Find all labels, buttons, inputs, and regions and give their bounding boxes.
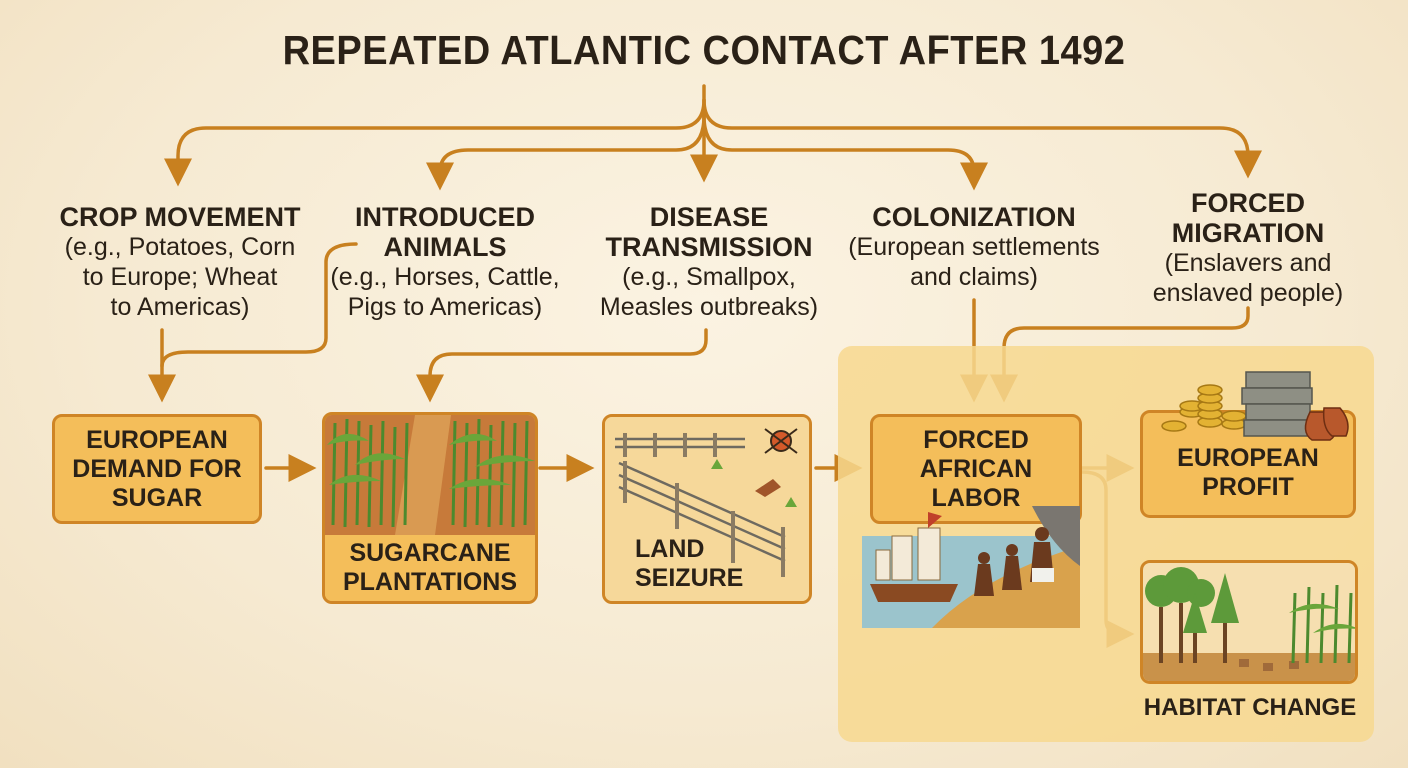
page-title: REPEATED ATLANTIC CONTACT AFTER 1492	[282, 28, 1126, 74]
box-label: EUROPEAN PROFIT	[1177, 444, 1319, 501]
arrow-animals-demand	[160, 242, 358, 368]
habitat-change-label: HABITAT CHANGE	[1143, 694, 1357, 721]
branch-colonization	[702, 114, 988, 191]
cause-detail: (e.g., Horses, Cattle, Pigs to Americas)	[330, 263, 560, 321]
cause-heading: COLONIZATION	[872, 202, 1076, 232]
box-label: EUROPEAN DEMAND FOR SUGAR	[72, 425, 242, 512]
fence-illustration	[605, 417, 809, 601]
cause-crop-movement: CROP MOVEMENT (e.g., Potatoes, Corn to E…	[40, 202, 320, 322]
cause-heading: INTRODUCED ANIMALS	[355, 202, 535, 262]
cause-colonization: COLONIZATION (European settlements and c…	[844, 202, 1104, 292]
cause-forced-migration: FORCED MIGRATION (Enslavers and enslaved…	[1136, 188, 1360, 308]
cause-heading: FORCED MIGRATION	[1171, 188, 1325, 248]
box-european-demand: EUROPEAN DEMAND FOR SUGAR	[52, 414, 262, 524]
box-label: LAND SEIZURE	[635, 535, 744, 592]
ship-and-laborers-illustration	[862, 506, 1080, 628]
habitat-illustration	[1143, 563, 1355, 681]
box-label: FORCED AFRICAN LABOR	[919, 425, 1033, 512]
box-label: SUGARCANE PLANTATIONS	[342, 539, 518, 596]
cause-disease-transmission: DISEASE TRANSMISSION (e.g., Smallpox, Me…	[584, 202, 834, 322]
box-sugarcane-plantations: SUGARCANE PLANTATIONS	[322, 412, 538, 604]
cause-introduced-animals: INTRODUCED ANIMALS (e.g., Horses, Cattle…	[316, 202, 574, 322]
arrow-disease-plantations	[416, 328, 708, 403]
box-habitat-change	[1140, 560, 1358, 684]
branch-animals	[426, 114, 706, 191]
cause-detail: (e.g., Potatoes, Corn to Europe; Wheat t…	[64, 233, 296, 321]
money-illustration	[1161, 371, 1349, 441]
cause-heading: DISEASE TRANSMISSION	[605, 202, 813, 262]
cause-heading: CROP MOVEMENT	[59, 202, 301, 232]
branch-migration	[702, 98, 1262, 179]
box-land-seizure: LAND SEIZURE	[602, 414, 812, 604]
box-forced-african-labor: FORCED AFRICAN LABOR	[870, 414, 1082, 524]
sugarcane-illustration	[325, 415, 535, 601]
cause-detail: (Enslavers and enslaved people)	[1152, 249, 1344, 307]
cause-detail: (European settlements and claims)	[848, 233, 1100, 291]
cause-detail: (e.g., Smallpox, Measles outbreaks)	[599, 263, 819, 321]
branch-crop	[164, 98, 706, 187]
arrow-migration-labor	[990, 306, 1250, 403]
